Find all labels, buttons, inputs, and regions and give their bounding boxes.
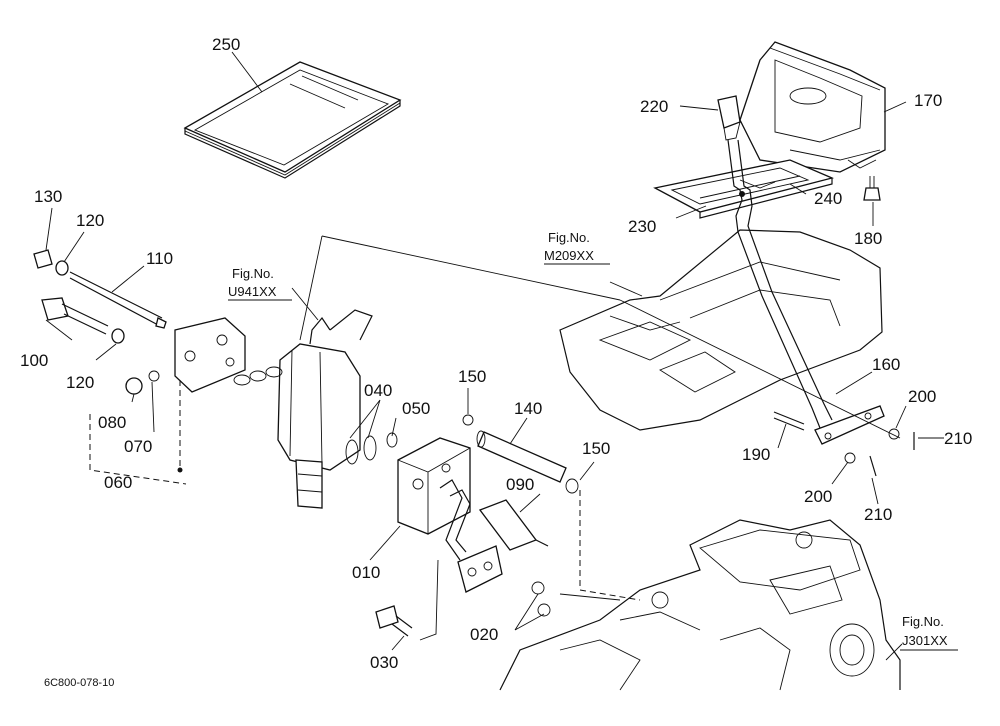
transmission-housing: [499, 519, 901, 691]
fig-ref-caption-j301xx: Fig.No.: [902, 614, 944, 629]
fig-ref-caption-u941xx: Fig.No.: [232, 266, 274, 281]
figure-references: Fig.No. U941XX Fig.No. M209XX Fig.No. J3…: [228, 230, 958, 651]
part-label-080: 080: [98, 413, 126, 432]
fig-ref-caption-m209xx: Fig.No.: [548, 230, 590, 245]
part-label-100: 100: [20, 351, 48, 370]
valve-block-010: [397, 437, 471, 561]
part-label-250: 250: [212, 35, 240, 54]
part-label-070: 070: [124, 437, 152, 456]
o-rings: [345, 432, 398, 465]
manual-booklet: [183, 61, 402, 179]
part-label-210-right: 210: [944, 429, 972, 448]
bolt-030: [375, 605, 413, 637]
part-label-200-bottom: 200: [804, 487, 832, 506]
part-label-020: 020: [470, 625, 498, 644]
part-label-180: 180: [854, 229, 882, 248]
part-label-200-right: 200: [908, 387, 936, 406]
part-label-090: 090: [506, 475, 534, 494]
flange-block: [457, 545, 551, 617]
part-label-130: 130: [34, 187, 62, 206]
part-label-050: 050: [402, 399, 430, 418]
part-label-150-top: 150: [458, 367, 486, 386]
part-label-140: 140: [514, 399, 542, 418]
lever-cover: [739, 41, 886, 173]
bolts-and-washers: [33, 249, 167, 395]
leader-lines: [45, 51, 944, 661]
drawing-lines: [33, 41, 944, 691]
shift-lever: [717, 95, 885, 445]
lever-guide-plate: [653, 159, 835, 219]
control-valve: [233, 309, 373, 509]
lever-hardware: [773, 411, 915, 477]
part-label-230: 230: [628, 217, 656, 236]
part-label-110: 110: [146, 249, 173, 268]
part-label-190: 190: [742, 445, 770, 464]
pipe-140: [462, 414, 579, 494]
part-label-150-bottom: 150: [582, 439, 610, 458]
part-label-040: 040: [364, 381, 392, 400]
floor-panel: [559, 229, 883, 431]
part-labels: 250 220 170 240 180 230 130 120 110 100 …: [20, 35, 972, 672]
part-label-060: 060: [104, 473, 132, 492]
part-label-160: 160: [872, 355, 900, 374]
part-label-220: 220: [640, 97, 668, 116]
part-label-240: 240: [814, 189, 842, 208]
fig-ref-code-m209xx: M209XX: [544, 248, 594, 263]
part-label-010: 010: [352, 563, 380, 582]
drawing-code: 6C800-078-10: [44, 677, 114, 689]
bolt-180: [863, 176, 881, 201]
part-label-030: 030: [370, 653, 398, 672]
fitting-090: [478, 499, 549, 551]
fig-ref-code-j301xx: J301XX: [902, 633, 948, 648]
fig-ref-code-u941xx: U941XX: [228, 284, 277, 299]
part-label-120-top: 120: [76, 211, 104, 230]
mounting-plate: [174, 317, 246, 393]
part-label-170: 170: [914, 91, 942, 110]
part-label-210-bottom: 210: [864, 505, 892, 524]
part-label-120-bottom: 120: [66, 373, 94, 392]
